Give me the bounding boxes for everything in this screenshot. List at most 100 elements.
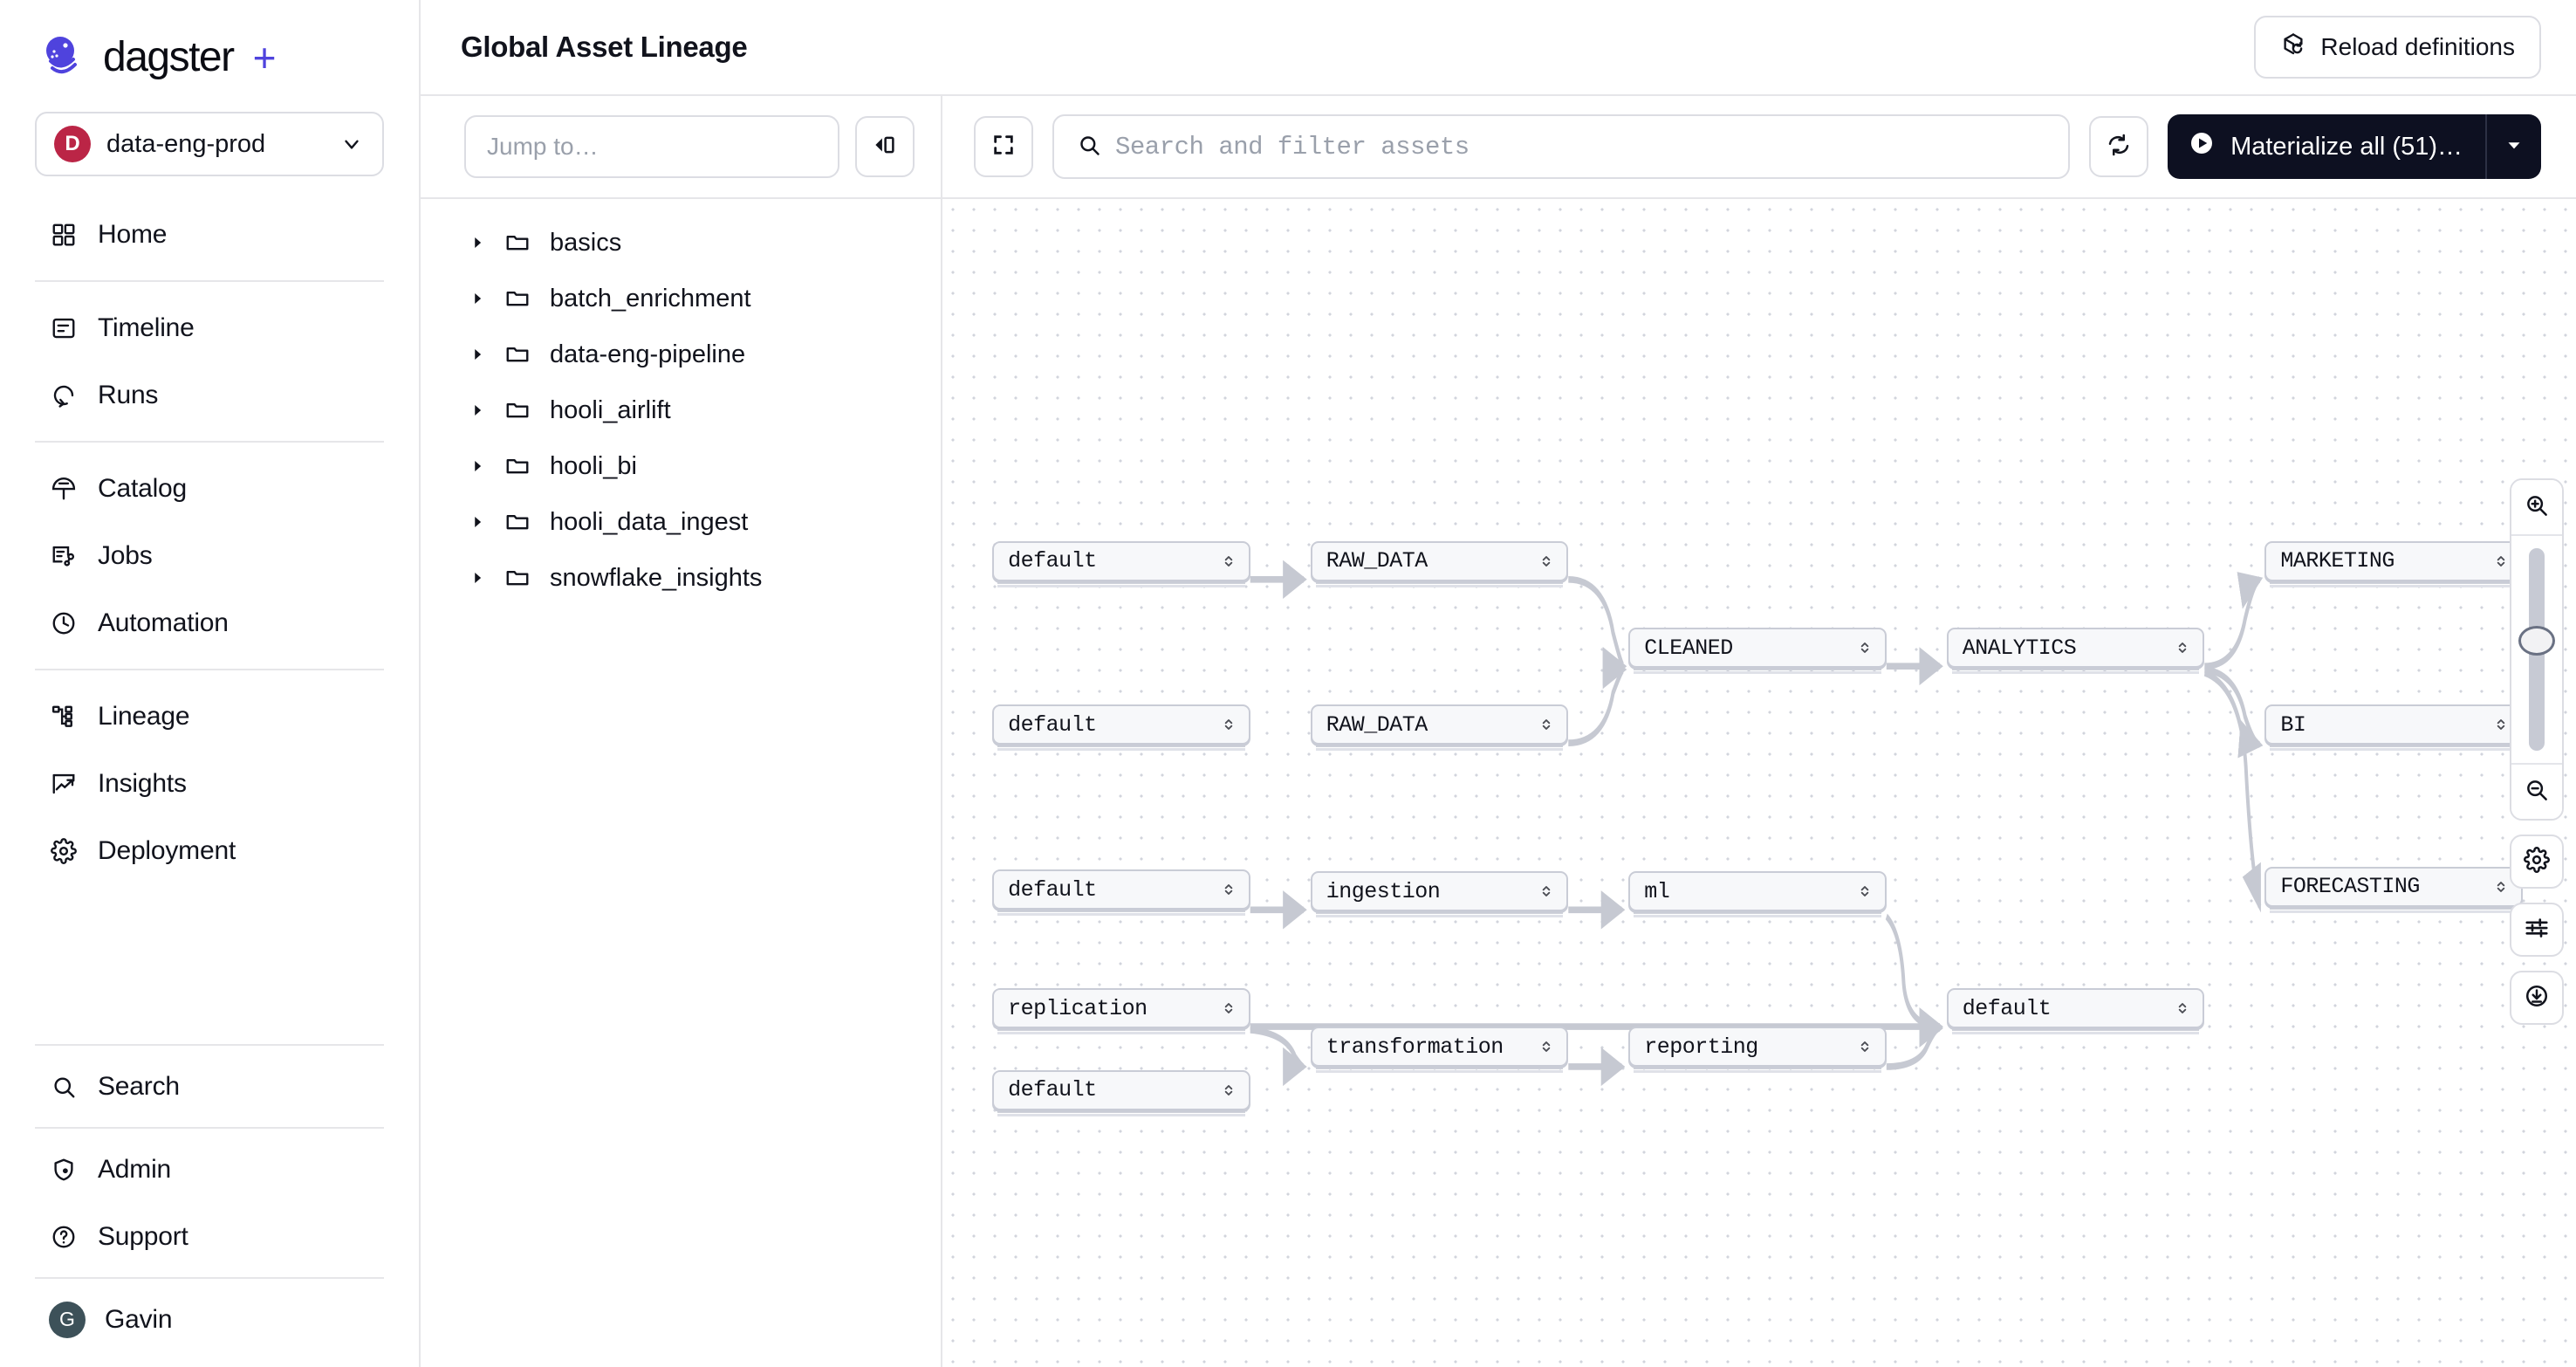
sort-updown-icon[interactable]	[1537, 1038, 1556, 1055]
asset-group-node[interactable]: BI	[2264, 704, 2523, 745]
asset-group-node[interactable]: CLEANED	[1628, 628, 1887, 669]
asset-group-node[interactable]: RAW_DATA	[1310, 540, 1569, 581]
zoom-slider[interactable]	[2511, 536, 2562, 763]
deployment-picker[interactable]: D data-eng-prod	[35, 112, 384, 176]
asset-group-node[interactable]: default	[992, 704, 1250, 745]
caret-right-icon[interactable]	[466, 289, 489, 308]
sidebar-item-admin[interactable]: Admin	[0, 1136, 419, 1203]
zoom-out-button[interactable]	[2511, 765, 2562, 819]
node-label: ml	[1644, 878, 1670, 904]
collapse-left-panel-button[interactable]	[855, 116, 915, 177]
materialize-main[interactable]: Materialize all (51)…	[2168, 114, 2487, 179]
brand[interactable]: dagster +	[0, 0, 419, 105]
sort-updown-icon[interactable]	[2491, 716, 2511, 733]
tree-item-basics[interactable]: basics	[421, 215, 941, 271]
sidebar-item-insights[interactable]: Insights	[0, 750, 419, 817]
caret-right-icon[interactable]	[466, 401, 489, 420]
sort-updown-icon[interactable]	[1855, 639, 1874, 656]
graph-filters-button[interactable]	[2510, 903, 2564, 957]
sort-updown-icon[interactable]	[2491, 553, 2511, 570]
materialize-all-button[interactable]: Materialize all (51)…	[2168, 114, 2541, 179]
asset-group-node[interactable]: default	[1946, 988, 2205, 1029]
asset-group-node[interactable]: MARKETING	[2264, 540, 2523, 581]
node-stack-shadow	[997, 1109, 1245, 1116]
search-input[interactable]	[1115, 132, 2046, 161]
tree-item-batch-enrichment[interactable]: batch_enrichment	[421, 271, 941, 326]
node-label: transformation	[1326, 1034, 1504, 1060]
jobs-icon	[49, 541, 79, 571]
grid-icon	[49, 220, 79, 250]
caret-right-icon[interactable]	[466, 568, 489, 587]
asset-group-node[interactable]: transformation	[1310, 1027, 1569, 1068]
asset-search[interactable]	[1052, 114, 2071, 179]
caret-right-icon[interactable]	[466, 345, 489, 364]
sidebar-item-search[interactable]: Search	[0, 1053, 419, 1120]
refresh-button[interactable]	[2089, 116, 2149, 177]
jump-to-input[interactable]	[464, 115, 839, 178]
sidebar-item-user[interactable]: G Gavin	[0, 1286, 419, 1353]
node-stack-shadow	[1315, 580, 1564, 587]
sort-updown-icon[interactable]	[1537, 716, 1556, 733]
node-label: RAW_DATA	[1326, 711, 1428, 738]
asset-group-node[interactable]: ingestion	[1310, 871, 1569, 912]
sort-updown-icon[interactable]	[1537, 883, 1556, 900]
sort-updown-icon[interactable]	[2491, 878, 2511, 896]
tree-item-snowflake-insights[interactable]: snowflake_insights	[421, 550, 941, 606]
reload-definitions-button[interactable]: Reload definitions	[2254, 16, 2541, 79]
caret-right-icon[interactable]	[466, 233, 489, 252]
tree-item-inner: hooli_data_ingest	[421, 508, 748, 537]
sidebar-item-deployment[interactable]: Deployment	[0, 817, 419, 884]
node-label: BI	[2280, 711, 2306, 738]
tree-item-hooli-bi[interactable]: hooli_bi	[421, 438, 941, 494]
sort-updown-icon[interactable]	[1219, 716, 1238, 733]
nav-group-platform: Lineage Insights Deployment	[0, 677, 419, 890]
zoom-slider-thumb[interactable]	[2518, 626, 2555, 656]
sort-updown-icon[interactable]	[2173, 999, 2192, 1017]
tree-item-data-eng-pipeline[interactable]: data-eng-pipeline	[421, 326, 941, 382]
sidebar-bottom: Search Admin Support G Gavin	[0, 1037, 419, 1367]
fullscreen-button[interactable]	[974, 116, 1033, 177]
sort-updown-icon[interactable]	[1219, 553, 1238, 570]
zoom-in-icon	[2524, 492, 2550, 523]
asset-group-node[interactable]: default	[992, 869, 1250, 910]
collapse-left-panel-icon	[872, 132, 898, 162]
sort-updown-icon[interactable]	[1855, 883, 1874, 900]
sidebar-item-lineage[interactable]: Lineage	[0, 683, 419, 750]
sidebar-item-label: Deployment	[98, 835, 236, 865]
tree-item-hooli-airlift[interactable]: hooli_airlift	[421, 382, 941, 438]
runs-icon	[49, 381, 79, 410]
zoom-in-button[interactable]	[2511, 480, 2562, 534]
main-content: Global Asset Lineage Reload definitions	[421, 0, 2576, 1367]
sort-updown-icon[interactable]	[1219, 881, 1238, 898]
materialize-dropdown-button[interactable]	[2487, 114, 2541, 179]
caret-right-icon[interactable]	[466, 457, 489, 476]
sidebar-item-support[interactable]: Support	[0, 1203, 419, 1270]
graph-settings-button[interactable]	[2510, 835, 2564, 889]
sort-updown-icon[interactable]	[1537, 553, 1556, 570]
asset-group-node[interactable]: ml	[1628, 871, 1887, 912]
asset-group-node[interactable]: FORECASTING	[2264, 866, 2523, 907]
asset-group-node[interactable]: default	[992, 1069, 1250, 1110]
tree-item-label: data-eng-pipeline	[550, 340, 746, 368]
sidebar-item-jobs[interactable]: Jobs	[0, 522, 419, 589]
sidebar-item-automation[interactable]: Automation	[0, 589, 419, 656]
asset-group-node[interactable]: ANALYTICS	[1946, 628, 2205, 669]
sidebar-item-timeline[interactable]: Timeline	[0, 294, 419, 361]
sort-updown-icon[interactable]	[1219, 999, 1238, 1017]
sidebar-item-label: Lineage	[98, 701, 190, 731]
asset-group-node[interactable]: RAW_DATA	[1310, 704, 1569, 745]
sort-updown-icon[interactable]	[1855, 1038, 1874, 1055]
sort-updown-icon[interactable]	[2173, 639, 2192, 656]
asset-group-node[interactable]: default	[992, 540, 1250, 581]
tree-item-hooli-data-ingest[interactable]: hooli_data_ingest	[421, 494, 941, 550]
lineage-graph-canvas[interactable]: default default reporting transformation rep…	[942, 199, 2576, 1367]
asset-group-node[interactable]: replication	[992, 988, 1250, 1029]
node-stack-shadow	[997, 745, 1245, 752]
graph-download-button[interactable]	[2510, 971, 2564, 1025]
sidebar-item-runs[interactable]: Runs	[0, 361, 419, 429]
caret-right-icon[interactable]	[466, 512, 489, 532]
sidebar-item-catalog[interactable]: Catalog	[0, 455, 419, 522]
asset-group-node[interactable]: reporting	[1628, 1027, 1887, 1068]
sidebar-item-home[interactable]: Home	[0, 201, 419, 268]
sort-updown-icon[interactable]	[1219, 1082, 1238, 1099]
